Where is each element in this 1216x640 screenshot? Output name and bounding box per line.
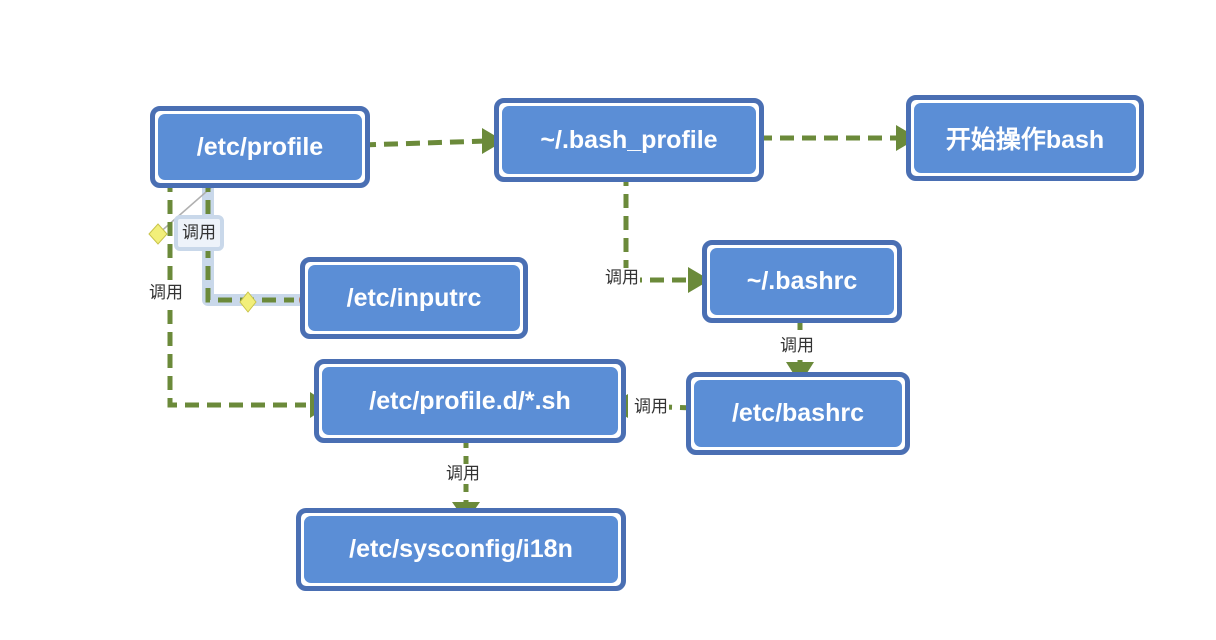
node-start-bash[interactable]: 开始操作bash	[906, 95, 1144, 181]
edge-label-selected[interactable]: 调用	[174, 215, 224, 251]
node-label: /etc/sysconfig/i18n	[304, 516, 618, 583]
edge-profile-to-profile-d[interactable]	[167, 178, 306, 408]
node-etc-profile-d[interactable]: /etc/profile.d/*.sh	[314, 359, 626, 443]
arrowhead	[482, 128, 504, 154]
edge-label[interactable]: 调用	[148, 283, 184, 303]
edge-label[interactable]: 调用	[445, 464, 481, 484]
node-label: ~/.bashrc	[710, 248, 894, 315]
edge-label[interactable]: 调用	[604, 268, 640, 288]
node-label: ~/.bash_profile	[502, 106, 756, 174]
arrowhead	[688, 267, 710, 293]
edge-bash-profile-to-bashrc[interactable]	[623, 172, 690, 283]
node-label: 开始操作bash	[914, 103, 1136, 173]
edge-profile-to-inputrc[interactable]	[205, 178, 294, 303]
edge-label[interactable]: 调用	[633, 397, 669, 417]
node-label: /etc/profile.d/*.sh	[322, 367, 618, 435]
node-sysconfig-i18n[interactable]: /etc/sysconfig/i18n	[296, 508, 626, 591]
node-bashrc[interactable]: ~/.bashrc	[702, 240, 902, 323]
edge-profile-to-bash-profile[interactable]	[361, 138, 487, 148]
edge-label[interactable]: 调用	[779, 336, 815, 356]
control-point-diamond[interactable]	[239, 291, 257, 313]
control-point-diamond[interactable]	[148, 223, 168, 245]
node-etc-profile[interactable]: /etc/profile	[150, 106, 370, 188]
node-etc-inputrc[interactable]: /etc/inputrc	[300, 257, 528, 339]
node-label: /etc/inputrc	[308, 265, 520, 331]
node-bash-profile[interactable]: ~/.bash_profile	[494, 98, 764, 182]
node-etc-bashrc[interactable]: /etc/bashrc	[686, 372, 910, 455]
node-label: /etc/bashrc	[694, 380, 902, 447]
node-label: /etc/profile	[158, 114, 362, 180]
